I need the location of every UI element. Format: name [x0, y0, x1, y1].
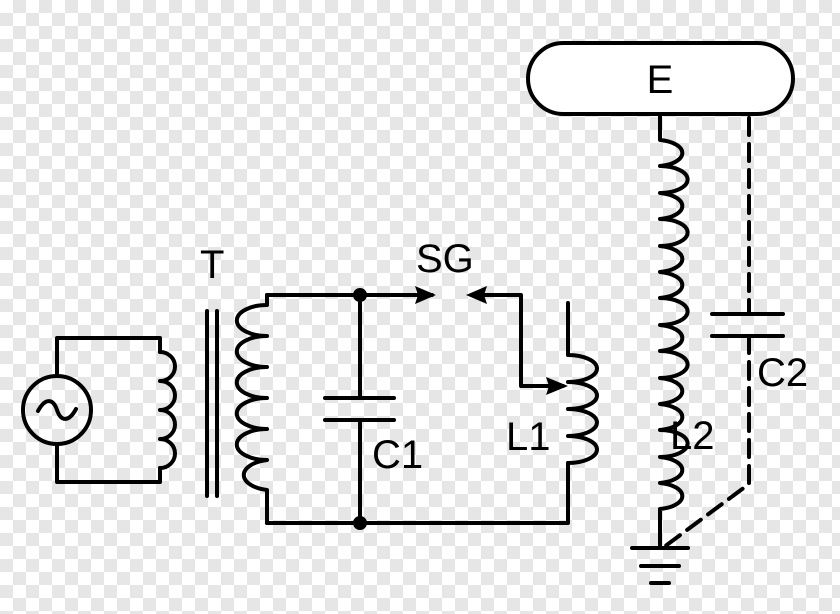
wire-spark-gap-to-tap [470, 293, 565, 388]
label-c1: C1 [372, 433, 423, 477]
ground-icon [630, 546, 690, 585]
label-t: T [200, 243, 224, 287]
primary-coil-l1 [566, 301, 599, 465]
junction-dot-bottom [353, 516, 367, 530]
junction-dot-top [353, 288, 367, 302]
wire-source-bottom [55, 442, 162, 484]
ac-source [21, 336, 162, 484]
capacitor-c2-stray [662, 116, 785, 549]
top-electrode-e [526, 41, 795, 116]
l1-tap-arrow [546, 377, 568, 395]
c2-dashed-wire-bottom [662, 334, 751, 549]
label-l1: L1 [506, 415, 551, 459]
transformer-secondary-winding [234, 293, 269, 525]
transformer-primary-winding [158, 350, 177, 470]
label-l2: L2 [670, 414, 715, 458]
spark-gap-arrow-left [466, 286, 487, 304]
label-e: E [647, 58, 674, 102]
secondary-coil-l2 [658, 110, 690, 550]
sine-wave-icon [36, 399, 78, 421]
wire-bottom-return [265, 461, 570, 525]
spark-gap-arrow-right [415, 286, 436, 304]
label-sg: SG [416, 237, 474, 281]
label-c2: C2 [757, 351, 808, 395]
wire-source-top [55, 336, 162, 378]
